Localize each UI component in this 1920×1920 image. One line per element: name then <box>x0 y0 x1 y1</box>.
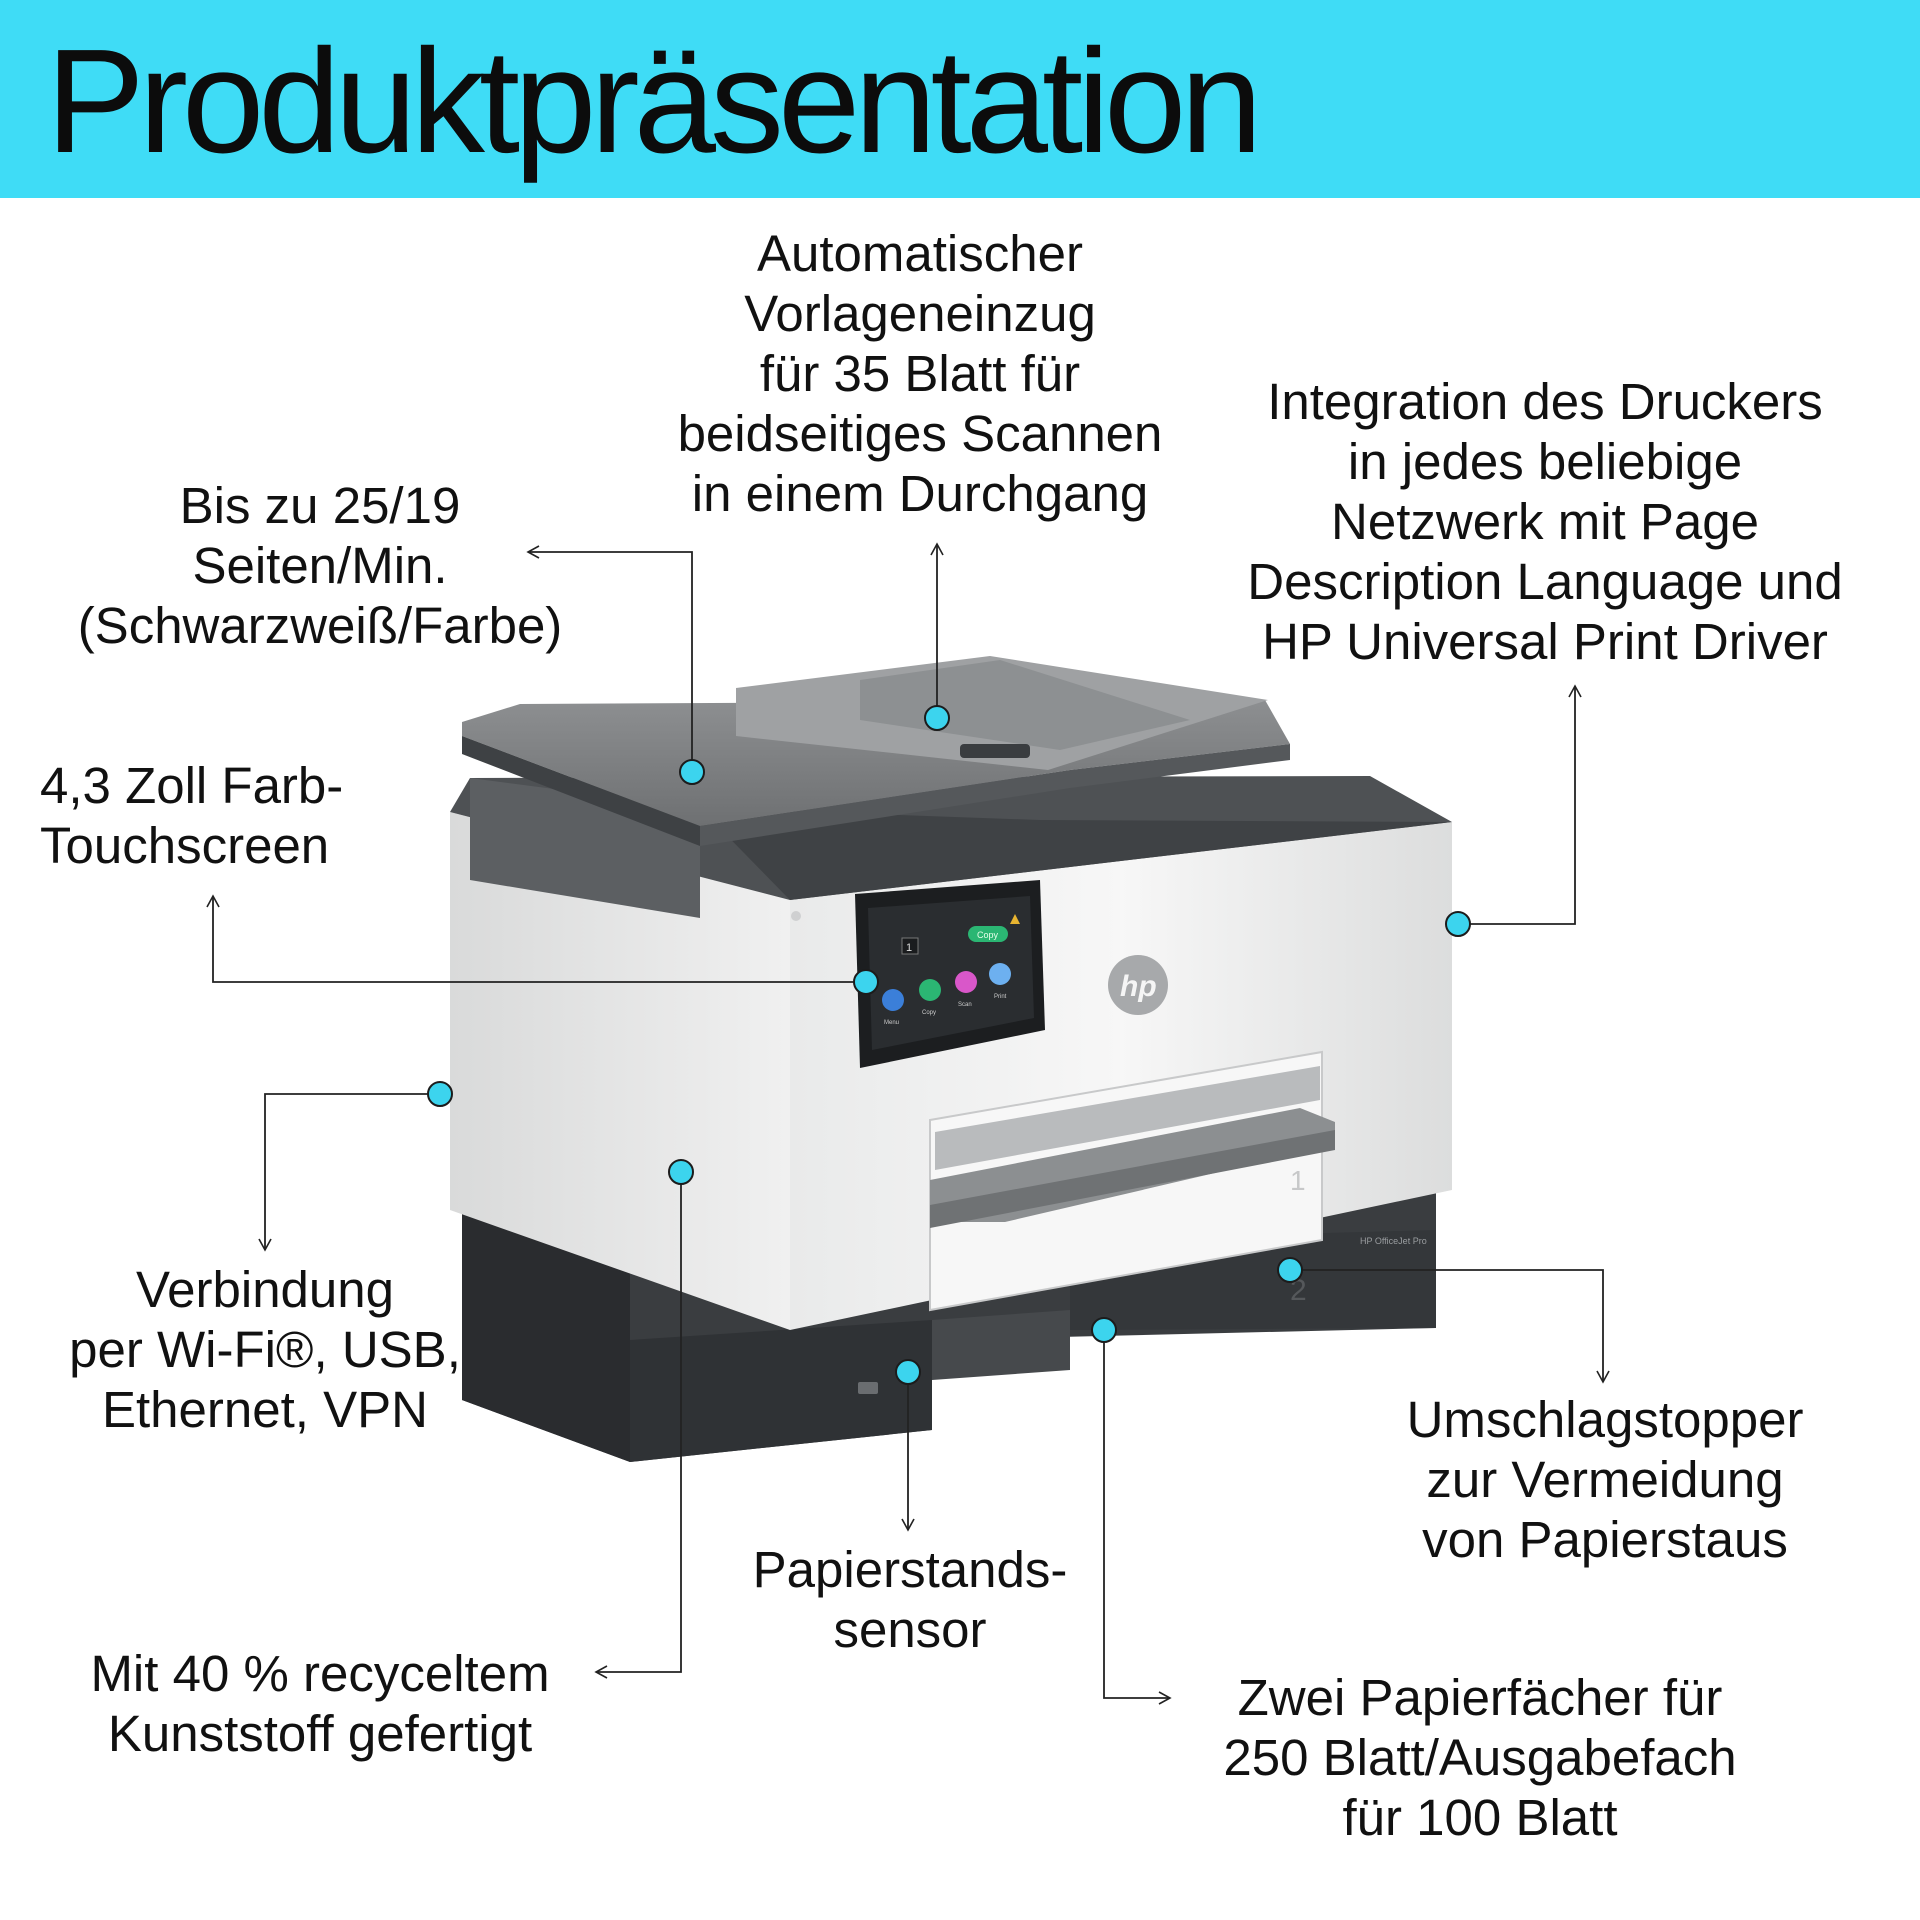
tray-number-1: 1 <box>1290 1165 1306 1196</box>
adf-lid <box>462 656 1290 846</box>
callout-paper-sensor: Papierstands- sensor <box>752 1541 1068 1658</box>
dot-recycled <box>668 1159 694 1185</box>
dot-envelope-stopper <box>1277 1257 1303 1283</box>
callout-connectivity: Verbindung per Wi-Fi®, USB, Ethernet, VP… <box>69 1261 461 1438</box>
callout-envelope-stopper: Umschlagstopper zur Vermeidung von Papie… <box>1406 1391 1804 1568</box>
leader-lines <box>206 542 1610 1705</box>
callout-speed: Bis zu 25/19 Seiten/Min. (Schwarzweiß/Fa… <box>77 477 563 654</box>
control-panel: Copy 1 Menu Copy Scan Print <box>791 880 1045 1068</box>
svg-text:Print: Print <box>994 994 1007 1000</box>
page-title: Produktpräsentation <box>46 19 1263 184</box>
svg-text:Scan: Scan <box>958 1002 972 1008</box>
dot-network <box>1445 911 1471 937</box>
svg-text:Menu: Menu <box>884 1020 899 1026</box>
callout-markers <box>427 705 1471 1385</box>
callout-touchscreen: 4,3 Zoll Farb- Touchscreen <box>40 757 344 874</box>
dot-trays <box>1091 1317 1117 1343</box>
svg-text:Copy: Copy <box>922 1010 936 1016</box>
title-banner: Produktpräsentation <box>0 0 1920 198</box>
dot-connectivity <box>427 1081 453 1107</box>
model-label: HP OfficeJet Pro <box>1360 1236 1427 1246</box>
svg-text:1: 1 <box>906 942 912 954</box>
dot-touchscreen <box>853 969 879 995</box>
dot-paper-sensor <box>895 1359 921 1385</box>
callout-recycled: Mit 40 % recyceltem Kunststoff gefertigt <box>90 1645 550 1762</box>
svg-text:hp: hp <box>1120 970 1157 1003</box>
callout-trays: Zwei Papierfächer für 250 Blatt/Ausgabef… <box>1223 1669 1737 1846</box>
dot-speed <box>679 759 705 785</box>
usb-port-icon <box>858 1382 878 1394</box>
callout-adf: Automatischer Vorlageneinzug für 35 Blat… <box>677 225 1163 522</box>
callout-network: Integration des Druckers in jedes belieb… <box>1247 373 1843 670</box>
svg-text:Copy: Copy <box>977 930 999 940</box>
hp-logo-icon <box>1108 955 1168 1015</box>
dot-adf <box>924 705 950 731</box>
